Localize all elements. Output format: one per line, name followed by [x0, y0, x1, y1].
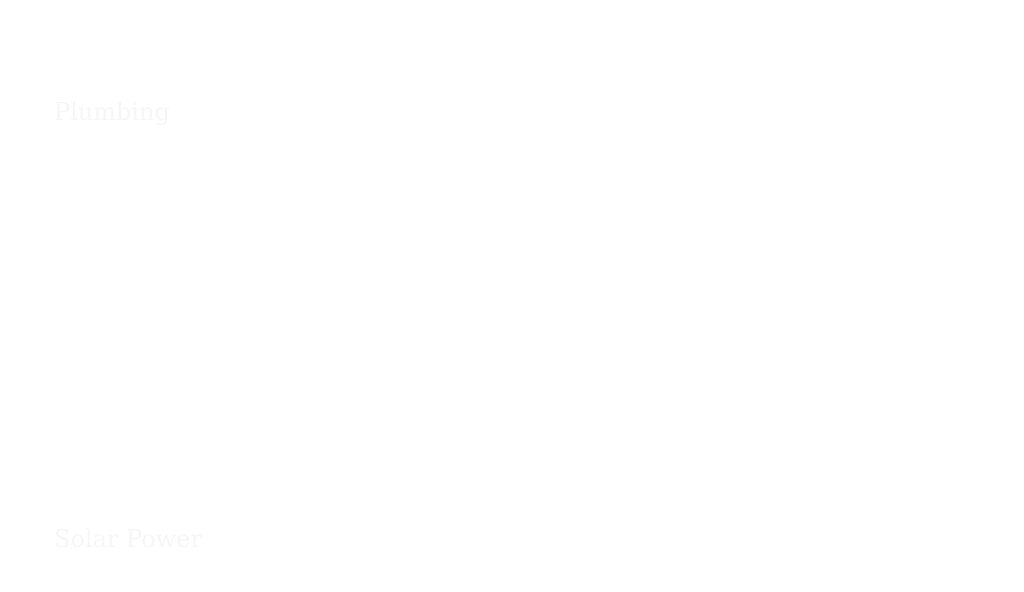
section-heading-plumbing: Plumbing [54, 98, 170, 126]
section-heading-solar-power: Solar Power [54, 525, 202, 553]
